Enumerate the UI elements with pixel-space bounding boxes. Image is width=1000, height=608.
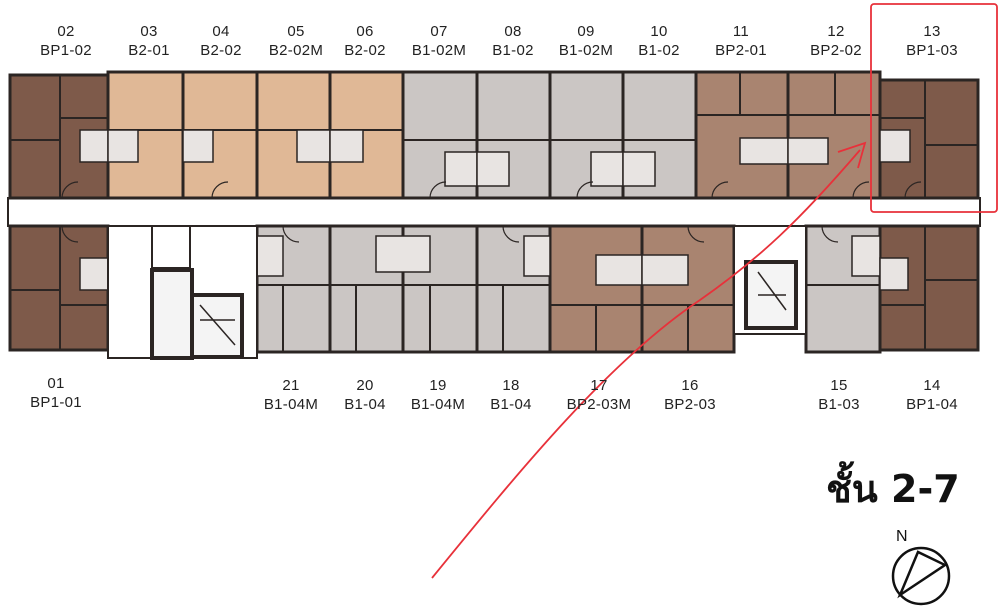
unit-number: 03	[140, 23, 158, 40]
floor-title: ชั้น 2-7	[826, 467, 960, 511]
north-compass-icon	[891, 546, 951, 606]
unit-number: 18	[502, 377, 520, 394]
unit-number: 07	[430, 23, 448, 40]
unit-type: BP2-02	[810, 42, 862, 59]
bathrooms	[79, 129, 911, 291]
unit-label-17: 17 BP2-03M	[554, 376, 644, 414]
unit-number: 20	[356, 377, 374, 394]
unit-type: B2-02M	[268, 42, 324, 59]
unit-number: 21	[282, 377, 300, 394]
unit-type: BP2-03	[664, 396, 716, 413]
unit-type: BP2-03M	[566, 396, 632, 413]
unit-type: B2-01	[128, 42, 170, 59]
unit-label-16: 16 BP2-03	[645, 376, 735, 414]
unit-type: BP1-04	[906, 396, 958, 413]
unit-number: 08	[504, 23, 522, 40]
unit-number: 12	[827, 23, 845, 40]
unit-type: B1-02M	[558, 42, 614, 59]
unit-label-10: 10 B1-02	[614, 22, 704, 60]
unit-number: 17	[590, 377, 608, 394]
interior-walls	[10, 72, 978, 352]
unit-type: BP1-01	[30, 394, 82, 411]
unit-label-12: 12 BP2-02	[791, 22, 881, 60]
unit-label-15: 15 B1-03	[794, 376, 884, 414]
unit-number: 19	[429, 377, 447, 394]
unit-label-03: 03 B2-01	[104, 22, 194, 60]
annotation-arrowhead	[837, 141, 867, 169]
unit-11-area[interactable]	[694, 70, 790, 200]
unit-type: B1-04M	[263, 396, 319, 413]
unit-number: 11	[732, 23, 750, 40]
unit-label-21: 21 B1-04M	[246, 376, 336, 414]
unit-label-20: 20 B1-04	[320, 376, 410, 414]
unit-label-08: 08 B1-02	[468, 22, 558, 60]
unit-label-13: 13 BP1-03	[887, 22, 977, 60]
unit-number: 16	[681, 377, 699, 394]
unit-type: B2-02	[200, 42, 242, 59]
unit-label-14: 14 BP1-04	[887, 376, 977, 414]
unit-type: B1-04	[344, 396, 386, 413]
unit-number: 14	[923, 377, 941, 394]
unit-label-02: 02 BP1-02	[21, 22, 111, 60]
unit-label-04: 04 B2-02	[176, 22, 266, 60]
unit-number: 10	[650, 23, 668, 40]
corridor	[7, 197, 981, 227]
unit-number: 13	[923, 23, 941, 40]
unit-label-05: 05 B2-02M	[251, 22, 341, 60]
unit-label-19: 19 B1-04M	[393, 376, 483, 414]
unit-type: BP1-02	[40, 42, 92, 59]
unit-type: B1-02	[638, 42, 680, 59]
door-swings	[61, 181, 922, 243]
annotation-arrow	[431, 149, 861, 579]
unit-label-11: 11 BP2-01	[696, 22, 786, 60]
unit-label-07: 07 B1-02M	[394, 22, 484, 60]
unit-type: B2-02	[344, 42, 386, 59]
unit-number: 04	[212, 23, 230, 40]
unit-label-01: 01 BP1-01	[11, 374, 101, 412]
north-label: N	[896, 528, 908, 545]
unit-number: 15	[830, 377, 848, 394]
unit-number: 01	[47, 375, 65, 392]
unit-number: 09	[577, 23, 595, 40]
unit-label-06: 06 B2-02	[320, 22, 410, 60]
core-right	[733, 225, 807, 335]
unit-number: 05	[287, 23, 305, 40]
unit-type: B1-02	[492, 42, 534, 59]
unit-type: B1-04M	[410, 396, 466, 413]
unit-type: B1-03	[818, 396, 860, 413]
unit-number: 06	[356, 23, 374, 40]
highlight-box	[870, 3, 998, 213]
unit-type: BP2-01	[715, 42, 767, 59]
core-left	[107, 225, 258, 360]
unit-type: BP1-03	[906, 42, 958, 59]
unit-label-18: 18 B1-04	[466, 376, 556, 414]
unit-number: 02	[57, 23, 75, 40]
unit-type: B1-04	[490, 396, 532, 413]
unit-label-09: 09 B1-02M	[541, 22, 631, 60]
unit-type: B1-02M	[411, 42, 467, 59]
